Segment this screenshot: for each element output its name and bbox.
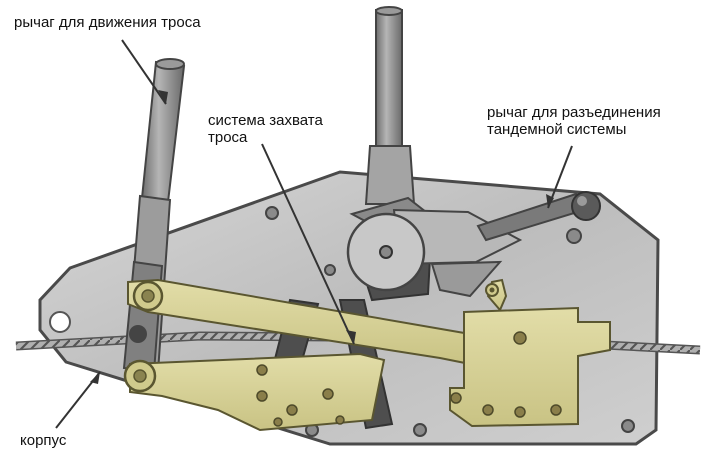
label-grip-system-line1: система захвата: [208, 112, 323, 129]
leader-arrowheads: [90, 90, 554, 384]
upper-grip-link: [127, 278, 471, 366]
mount-hole: [49, 311, 71, 333]
label-cable-drive-lever: рычаг для движения троса: [14, 14, 201, 31]
lower-grip-jaw: [123, 352, 386, 432]
label-housing: корпус: [20, 432, 67, 449]
label-grip-system: система захвата троса: [208, 112, 323, 146]
label-tandem-line1: рычаг для разъединения: [487, 104, 661, 121]
tandem-disconnect-lever: [476, 191, 601, 242]
label-tandem-line2: тандемной системы: [487, 121, 627, 138]
label-tandem-disconnect-lever: рычаг для разъединения тандемной системы: [487, 104, 661, 138]
grip-block: [449, 278, 611, 428]
label-grip-system-line2: троса: [208, 129, 248, 146]
